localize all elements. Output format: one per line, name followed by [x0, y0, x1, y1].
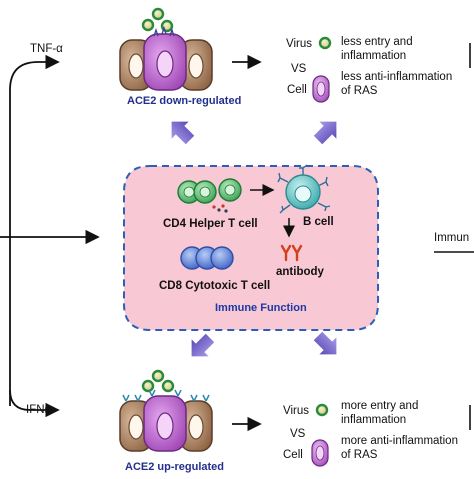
immune-box — [123, 165, 379, 331]
up-arrow-right — [313, 121, 337, 145]
bottom-outcome: Virus VS Cell more entry and inflammatio… — [283, 400, 458, 467]
ifns-label: IFNs — [26, 404, 51, 416]
top-virus-label: Virus — [286, 38, 312, 50]
bottom-virus-icon — [315, 403, 329, 417]
ace2-up-label: ACE2 up-regulated — [125, 461, 224, 473]
bottom-virus-label: Virus — [283, 405, 309, 417]
top-virus-effect-2: inflammation — [341, 50, 406, 62]
cytokine-dots — [212, 204, 228, 213]
immune-function-label: Immune Function — [215, 302, 307, 314]
bottom-epithelial-cells — [119, 389, 213, 452]
cd4-label: CD4 Helper T cell — [163, 218, 258, 230]
cd8-cytotoxic-t-cells — [180, 246, 234, 270]
bottom-vs-label: VS — [290, 428, 306, 440]
antibody-label: antibody — [276, 266, 325, 278]
top-cell-effect-2: of RAS — [341, 85, 378, 97]
down-arrow-left — [191, 333, 215, 357]
bottom-cell-effect-2: of RAS — [341, 449, 378, 461]
bottom-cell-label: Cell — [283, 449, 303, 461]
left-connector — [0, 54, 100, 418]
ace2-down-label: ACE2 down-regulated — [127, 95, 241, 107]
top-virus-icon — [318, 36, 332, 50]
top-virus-effect-1: less entry and — [341, 36, 413, 48]
down-arrow-right — [313, 331, 337, 355]
cd8-label: CD8 Cytotoxic T cell — [159, 280, 270, 292]
top-epithelial-cells — [119, 25, 213, 91]
cd4-helper-t-cells — [177, 178, 242, 204]
right-cut-label: Immun — [434, 232, 469, 244]
top-vs-label: VS — [291, 63, 307, 75]
top-outcome: Virus VS Cell less entry and inflammatio… — [286, 36, 452, 103]
top-virus-cluster — [141, 7, 174, 33]
antibody-icon — [280, 244, 303, 262]
top-cell-effect-1: less anti-inflammation — [341, 71, 452, 83]
b-cell-label: B cell — [303, 216, 334, 228]
bottom-cell-effect-1: more anti-inflammation — [341, 435, 458, 447]
b-cell — [277, 164, 331, 214]
bottom-virus-effect-1: more entry and — [341, 400, 418, 412]
tnf-alpha-label: TNF-α — [30, 43, 63, 55]
up-arrow-left — [171, 121, 195, 145]
bottom-virus-effect-2: inflammation — [341, 414, 406, 426]
bottom-virus-cluster — [141, 369, 175, 393]
top-cell-label: Cell — [287, 84, 307, 96]
